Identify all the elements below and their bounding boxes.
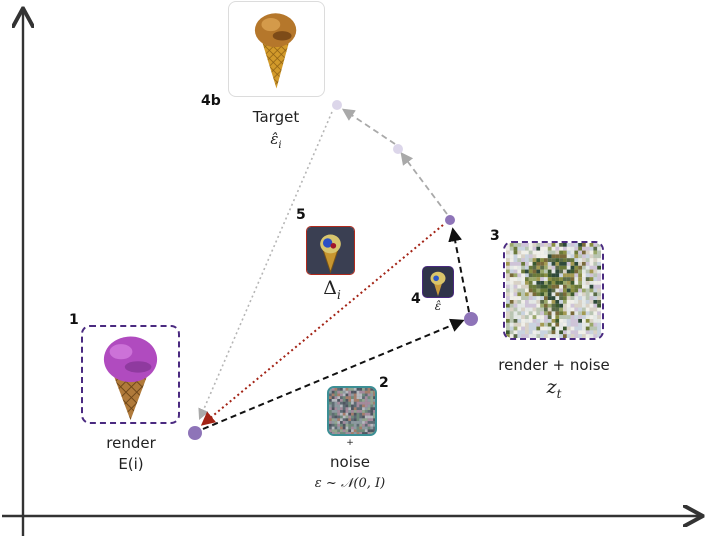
delta-image (306, 226, 355, 275)
guidance-arrow-1 (400, 151, 448, 215)
target-math-label: ε̂i (270, 130, 282, 151)
target-to-render-arrow (198, 111, 333, 421)
noise-label: noise (330, 453, 370, 471)
predicted-point (445, 215, 455, 225)
render-point (188, 426, 202, 440)
step-3-number: 3 (490, 228, 500, 244)
noise-math-label: ε ~ 𝒩(0, I) (314, 476, 386, 491)
noisy-label: render + noise (498, 356, 610, 374)
render-label: render (106, 434, 156, 452)
predict-noise-arrow (448, 227, 470, 313)
noise-plus-label: + (346, 438, 354, 448)
target-label: Target (252, 108, 300, 126)
intermediate-point (393, 144, 403, 154)
guidance-arrow-2 (341, 108, 396, 145)
predicted-noise-image (422, 266, 454, 298)
noisy-point (464, 312, 478, 326)
render-image (81, 325, 180, 424)
step-4b-number: 4b (201, 93, 221, 109)
noisy-render-image (503, 241, 604, 340)
target-point (332, 100, 342, 110)
noisy-math-label: zt (546, 376, 562, 401)
noise-image (327, 386, 377, 436)
predicted-noise-math-label: ε̂ (434, 299, 442, 313)
step-4-number: 4 (411, 291, 421, 307)
delta-arrow (200, 224, 444, 426)
step-2-number: 2 (379, 375, 389, 391)
target-image (228, 1, 325, 97)
step-5-number: 5 (296, 207, 306, 223)
add-noise-arrow (202, 318, 465, 430)
step-1-number: 1 (69, 312, 79, 328)
delta-math-label: Δi (323, 277, 341, 302)
render-math-label: E(i) (118, 455, 144, 473)
